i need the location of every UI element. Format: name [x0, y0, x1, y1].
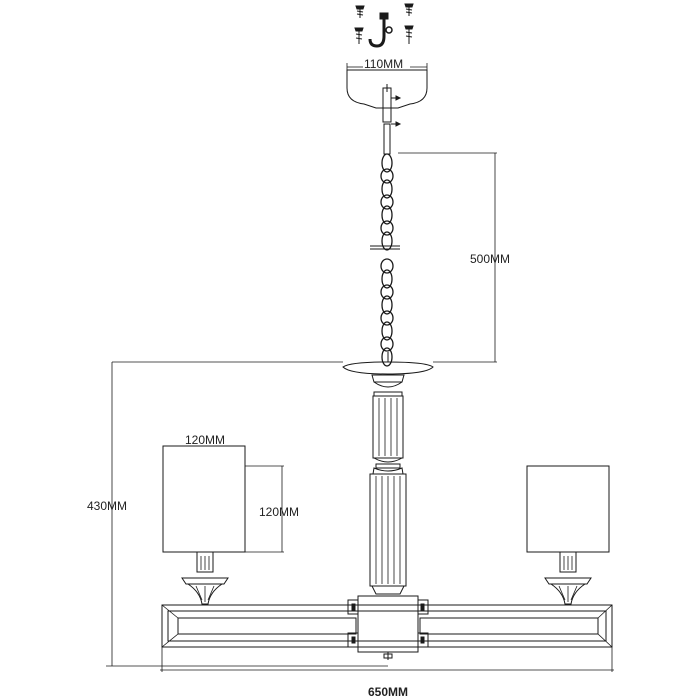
- chain-link: [380, 310, 394, 326]
- chain-link: [381, 179, 393, 199]
- screw-icon: [404, 3, 414, 16]
- chain-length-label: 500MM: [470, 252, 511, 266]
- cross-arm: [161, 595, 613, 660]
- screw-icon: [355, 5, 365, 18]
- chain-link: [381, 269, 393, 289]
- overall-height-label: 430MM: [87, 499, 128, 513]
- chain-link: [380, 336, 394, 352]
- chain-link: [381, 205, 393, 225]
- screw-icon: [354, 27, 364, 44]
- chain-link: [380, 168, 394, 184]
- shade-width-label: 120MM: [185, 433, 226, 447]
- canopy-width-label: 110MM: [364, 57, 404, 71]
- right-candle-cup: [544, 577, 592, 585]
- right-lamp: [526, 465, 610, 605]
- chain: [380, 153, 394, 367]
- chain-link: [380, 220, 394, 236]
- center-cup: [342, 352, 434, 397]
- chain-link: [381, 295, 393, 315]
- hook-icon: [368, 12, 393, 48]
- left-lamp-shade: [162, 445, 246, 553]
- chain-link: [381, 153, 393, 173]
- chain-link: [381, 321, 393, 341]
- chain-link: [380, 258, 394, 274]
- chain-link: [381, 231, 393, 251]
- chain-link: [380, 194, 394, 210]
- screw-icon: [404, 25, 414, 44]
- dimension-lines: [106, 152, 614, 672]
- ceiling-canopy: [346, 63, 428, 155]
- overall-width-label: 650MM: [368, 685, 409, 699]
- right-lamp-shade: [526, 465, 610, 553]
- chain-link: [380, 284, 394, 300]
- left-candle-cup: [181, 577, 229, 585]
- left-lamp: [162, 445, 246, 605]
- shade-height-label: 120MM: [259, 505, 300, 519]
- lower-column: [369, 467, 407, 595]
- mounting-hardware: [354, 3, 414, 48]
- upper-column: [372, 395, 404, 469]
- chain-link: [381, 347, 393, 367]
